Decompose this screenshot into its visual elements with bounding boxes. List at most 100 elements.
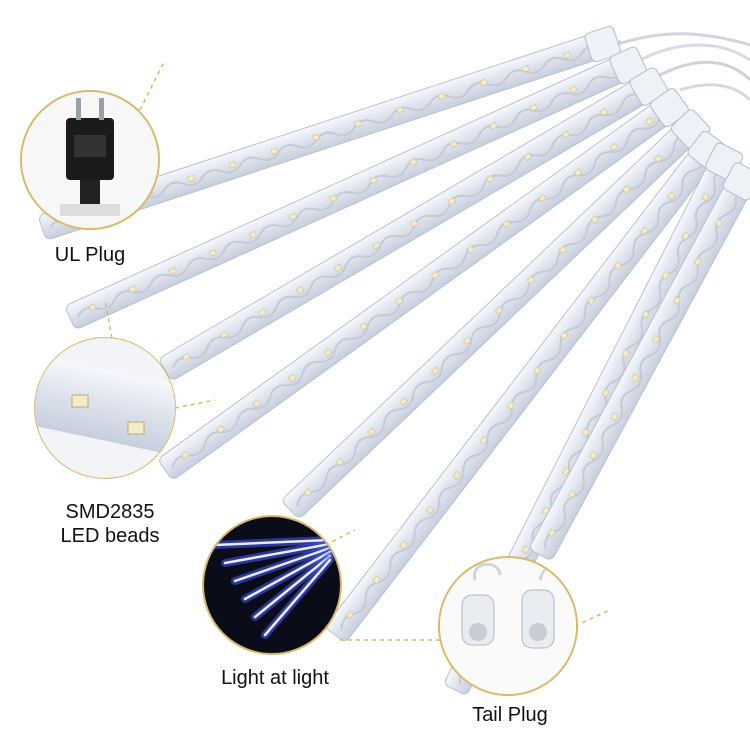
led-bead xyxy=(559,331,569,340)
caption-led-beads: SMD2835 LED beads xyxy=(60,501,160,547)
led-bead xyxy=(187,174,196,183)
led-bead xyxy=(328,194,338,203)
led-bead xyxy=(287,373,297,383)
led-bead xyxy=(521,65,530,73)
led-bead xyxy=(661,271,670,280)
led-bead xyxy=(610,412,619,421)
led-bead xyxy=(622,184,631,194)
led-bead xyxy=(220,330,229,339)
led-bead xyxy=(180,450,190,460)
led-bead xyxy=(561,467,570,476)
led-bead xyxy=(371,241,381,250)
led-bead xyxy=(538,194,547,203)
led-bead xyxy=(541,506,550,515)
caption-ul-plug: UL Plug xyxy=(54,244,126,266)
led-tube xyxy=(66,46,647,329)
callout-tail-circle xyxy=(438,556,578,696)
led-bead xyxy=(462,336,472,346)
led-bead-icon xyxy=(71,394,89,408)
led-bead xyxy=(681,231,690,241)
led-bead xyxy=(333,263,343,273)
led-bead xyxy=(568,489,577,499)
led-bead xyxy=(168,267,177,275)
led-bead xyxy=(529,103,538,112)
led-bead xyxy=(521,545,530,555)
wire-bundle xyxy=(614,32,750,102)
led-bead xyxy=(270,147,279,155)
led-bead xyxy=(533,366,542,375)
led-bead xyxy=(248,230,258,239)
tube-group xyxy=(39,25,750,695)
led-bead xyxy=(216,425,226,434)
led-bead xyxy=(430,366,440,376)
led-bead xyxy=(369,176,378,185)
lit-tube xyxy=(233,546,332,583)
led-bead xyxy=(182,352,191,362)
led-bead xyxy=(586,296,596,306)
led-bead xyxy=(526,275,536,285)
led-bead xyxy=(257,308,267,317)
led-bead xyxy=(396,106,405,114)
led-bead xyxy=(701,192,710,202)
callout-beads-circle xyxy=(34,337,176,479)
led-bead xyxy=(573,168,583,177)
led-bead xyxy=(466,245,476,254)
led-bead xyxy=(88,303,97,312)
led-bead xyxy=(485,174,495,184)
led-bead xyxy=(367,427,376,437)
led-bead xyxy=(502,219,511,229)
led-tube xyxy=(283,109,711,518)
tube-end-cap xyxy=(722,162,750,201)
led-bead xyxy=(288,212,298,221)
led-tube xyxy=(530,162,750,560)
led-bead xyxy=(409,158,418,166)
led-bead xyxy=(589,451,598,460)
led-bead xyxy=(672,296,681,305)
led-bead xyxy=(479,436,489,445)
lit-tube xyxy=(213,538,332,547)
lit-tube xyxy=(253,554,332,619)
led-bead xyxy=(563,51,572,59)
led-bead xyxy=(430,271,440,280)
led-bead xyxy=(561,130,571,139)
caption-tail-plug: Tail Plug xyxy=(472,704,548,726)
led-bead xyxy=(447,197,457,206)
led-bead xyxy=(372,575,381,585)
led-bead xyxy=(128,285,137,294)
led-bead xyxy=(252,399,261,408)
led-bead xyxy=(335,457,344,467)
led-tube xyxy=(159,88,689,479)
led-bead xyxy=(621,349,630,359)
led-bead xyxy=(613,261,622,271)
led-bead xyxy=(654,154,663,164)
lit-tube xyxy=(243,550,332,601)
led-bead xyxy=(409,219,419,228)
led-bead xyxy=(437,92,446,100)
led-bead xyxy=(601,388,610,398)
led-bead xyxy=(693,257,702,267)
led-bead xyxy=(399,397,408,406)
led-tube xyxy=(160,67,668,380)
led-bead xyxy=(479,78,488,87)
led-bead xyxy=(449,140,458,148)
led-bead xyxy=(523,152,533,161)
led-bead xyxy=(345,610,355,620)
tube-end-cap xyxy=(584,25,621,63)
led-bead xyxy=(667,191,676,201)
led-bead xyxy=(494,306,504,315)
led-bead xyxy=(395,296,404,306)
led-bead xyxy=(506,401,515,410)
led-bead xyxy=(425,505,435,515)
led-bead xyxy=(208,248,217,257)
led-bead xyxy=(640,226,649,236)
led-bead xyxy=(489,121,498,130)
led-tube xyxy=(326,130,727,642)
caption-light-at-light: Light at light xyxy=(221,667,329,689)
led-bead xyxy=(354,120,363,128)
led-bead xyxy=(323,348,333,357)
led-bead xyxy=(641,310,650,319)
callout-plug-circle xyxy=(20,90,160,230)
led-bead xyxy=(651,334,661,344)
led-bead xyxy=(631,373,640,383)
